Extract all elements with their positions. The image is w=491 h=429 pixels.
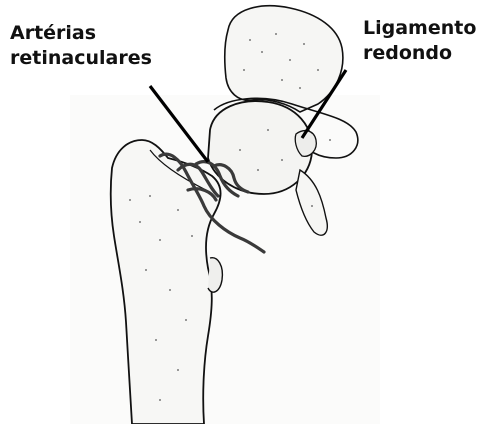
label-retinacular-line1: Artérias [10,22,96,45]
lesser-trochanter [208,258,222,292]
label-ligament-line1: Ligamento [363,17,476,40]
pelvis-upper-bone [225,6,343,112]
label-ligament-line2: redondo [363,42,452,65]
label-retinacular-line2: retinaculares [10,47,152,70]
